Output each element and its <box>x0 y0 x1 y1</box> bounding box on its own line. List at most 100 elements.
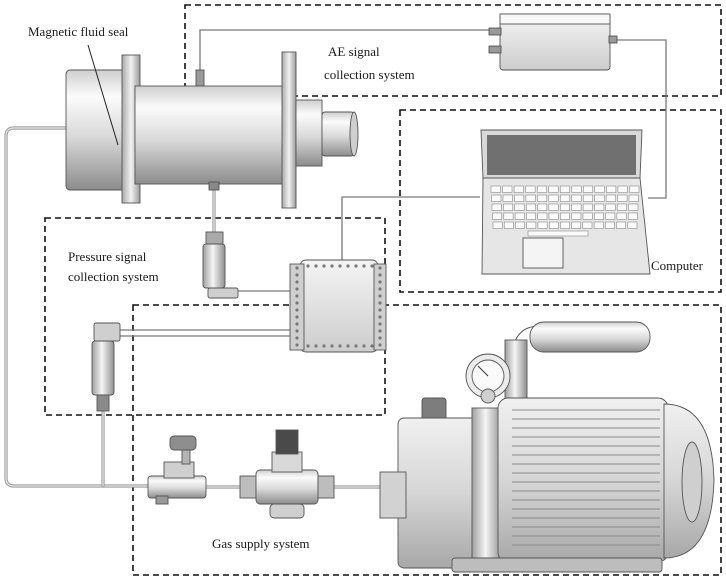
laptop-key <box>548 185 559 193</box>
vacuum-pump <box>379 321 715 573</box>
label-ae-line1: AE signal <box>328 44 380 59</box>
laptop-key <box>571 221 582 229</box>
daq-pin <box>362 344 366 348</box>
laptop-keyboard <box>490 185 640 237</box>
laptop-key <box>594 194 605 202</box>
laptop-key <box>537 221 548 229</box>
daq-pin <box>322 344 326 348</box>
daq-pin <box>295 273 299 277</box>
laptop-key <box>571 203 582 211</box>
label-pressure-line1: Pressure signal <box>68 249 147 264</box>
laptop-key <box>571 194 582 202</box>
laptop-spacebar <box>527 230 589 237</box>
daq-pin <box>295 280 299 284</box>
pressure-regulator <box>239 429 335 519</box>
laptop-key <box>605 194 616 202</box>
laptop-key <box>537 194 548 202</box>
laptop-key <box>514 212 525 220</box>
daq-pin <box>338 264 342 268</box>
daq-pin <box>295 294 299 298</box>
laptop-key <box>582 212 593 220</box>
laptop-key <box>492 221 503 229</box>
laptop-key <box>628 194 639 202</box>
laptop-key <box>536 185 547 193</box>
daq-pin <box>378 301 382 305</box>
daq-pin <box>370 264 374 268</box>
daq-pin <box>378 273 382 277</box>
laptop-key <box>571 212 582 220</box>
laptop-key <box>582 194 593 202</box>
signal-wires <box>120 29 667 337</box>
label-ae-line2: collection system <box>324 67 415 82</box>
laptop-key <box>616 212 627 220</box>
daq-pin <box>295 329 299 333</box>
pressure-daq-module <box>289 259 387 353</box>
laptop-key <box>582 203 593 211</box>
daq-pin <box>378 322 382 326</box>
laptop-key <box>548 194 559 202</box>
laptop-key <box>525 185 536 193</box>
laptop-key <box>513 185 524 193</box>
daq-pin <box>354 264 358 268</box>
daq-pin <box>378 280 382 284</box>
laptop-key <box>605 212 616 220</box>
laptop-key <box>515 221 525 229</box>
gas-pipe-network <box>4 126 407 489</box>
laptop-key <box>560 194 571 202</box>
daq-pin <box>370 344 374 348</box>
laptop-key <box>525 194 536 202</box>
daq-pin <box>378 294 382 298</box>
daq-pin <box>362 264 366 268</box>
daq-pin <box>295 287 299 291</box>
daq-pin <box>306 344 310 348</box>
gas-supply-boundary <box>132 304 722 576</box>
pressure-sensor-upper <box>202 231 239 299</box>
laptop-key <box>627 212 638 220</box>
laptop-key <box>492 212 503 220</box>
needle-valve <box>147 435 207 505</box>
daq-pin <box>378 266 382 270</box>
laptop-key <box>560 221 570 229</box>
daq-pin <box>378 336 382 340</box>
laptop-key <box>583 185 594 193</box>
pressure-sensor-lower <box>91 322 121 412</box>
laptop-key <box>548 221 559 229</box>
laptop-key <box>559 185 570 193</box>
laptop-key <box>548 203 559 211</box>
daq-pin <box>378 329 382 333</box>
daq-pin <box>295 266 299 270</box>
daq-pin <box>295 336 299 340</box>
laptop-key <box>594 212 604 220</box>
laptop-key <box>606 185 617 193</box>
ae-acquisition-box <box>488 13 618 71</box>
daq-pin <box>295 322 299 326</box>
laptop-key <box>491 194 502 202</box>
laptop-key <box>627 221 638 229</box>
computer-boundary <box>399 109 722 293</box>
laptop-key <box>605 221 615 229</box>
daq-pin <box>378 287 382 291</box>
daq-pin <box>354 344 358 348</box>
label-gas-supply: Gas supply system <box>212 536 310 551</box>
daq-pin <box>346 264 350 268</box>
laptop-key <box>514 194 525 202</box>
laptop-key <box>560 203 570 211</box>
laptop-key <box>594 185 605 193</box>
laptop-key <box>629 185 640 193</box>
label-computer: Computer <box>651 258 704 273</box>
laptop-key <box>491 203 502 211</box>
laptop-key <box>548 212 559 220</box>
laptop-key <box>526 221 537 229</box>
daq-pin <box>378 308 382 312</box>
daq-pin <box>330 344 334 348</box>
laptop-key <box>616 203 627 211</box>
laptop-key <box>502 185 513 193</box>
motor-cooling-fins <box>512 409 660 546</box>
daq-pin <box>295 301 299 305</box>
daq-pin <box>295 308 299 312</box>
daq-pin <box>338 344 342 348</box>
laptop-key <box>617 185 628 193</box>
laptop-key <box>594 203 605 211</box>
daq-pin <box>346 344 350 348</box>
